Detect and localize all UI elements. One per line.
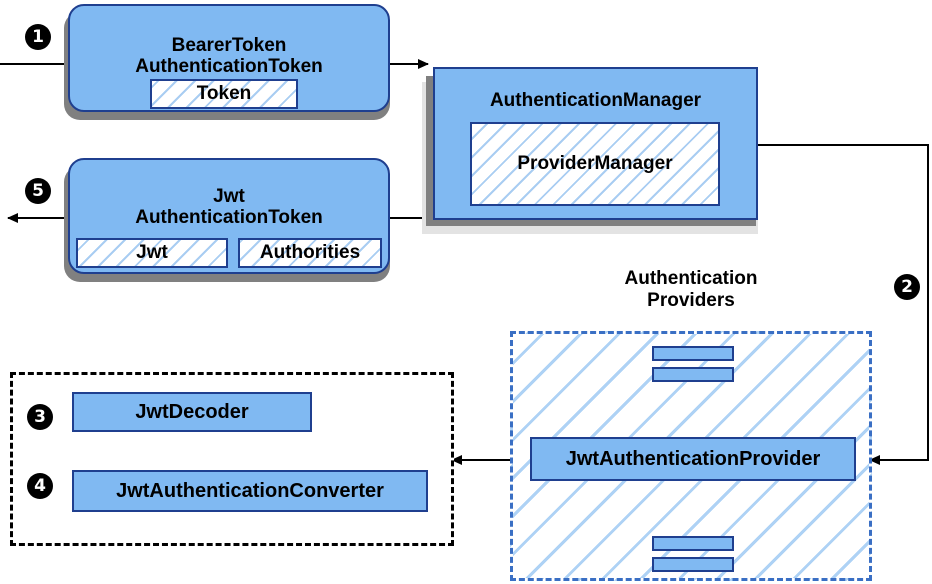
- provider-stack-bar-top-2: [652, 367, 734, 382]
- jwt-authentication-provider-title: JwtAuthenticationProvider: [565, 447, 821, 470]
- authentication-providers-label: Authentication Providers: [624, 268, 758, 311]
- jwt-token-slot-authorities-label: Authorities: [259, 242, 361, 263]
- step-badge-1: 1: [25, 24, 51, 50]
- jwt-authentication-converter[interactable]: JwtAuthenticationConverter: [72, 470, 428, 512]
- jwt-authentication-provider[interactable]: JwtAuthenticationProvider: [530, 437, 856, 481]
- jwt-token-slot-jwt: Jwt: [76, 238, 228, 268]
- provider-manager-slot: ProviderManager: [470, 122, 720, 206]
- bearer-token-slot-token-label: Token: [196, 83, 252, 104]
- provider-stack-bar-bottom-1: [652, 536, 734, 551]
- step-badge-3: 3: [27, 404, 53, 430]
- jwt-token-slot-authorities: Authorities: [238, 238, 382, 268]
- bearer-token-title: BearerToken AuthenticationToken: [135, 34, 323, 77]
- jwt-token-title: Jwt AuthenticationToken: [135, 185, 323, 228]
- jwt-token-slot-jwt-label: Jwt: [136, 242, 168, 263]
- bearer-token-slot-token: Token: [150, 79, 298, 109]
- provider-stack-bar-top-1: [652, 346, 734, 361]
- provider-manager-label: ProviderManager: [517, 153, 673, 174]
- step-badge-2: 2: [894, 274, 920, 300]
- jwt-decoder-title: JwtDecoder: [135, 400, 249, 423]
- step-badge-4: 4: [27, 473, 53, 499]
- provider-stack-bar-bottom-2: [652, 557, 734, 572]
- jwt-decoder[interactable]: JwtDecoder: [72, 392, 312, 432]
- authentication-manager-title: AuthenticationManager: [489, 90, 702, 111]
- jwt-authentication-converter-title: JwtAuthenticationConverter: [116, 479, 384, 502]
- step-badge-5: 5: [25, 178, 51, 204]
